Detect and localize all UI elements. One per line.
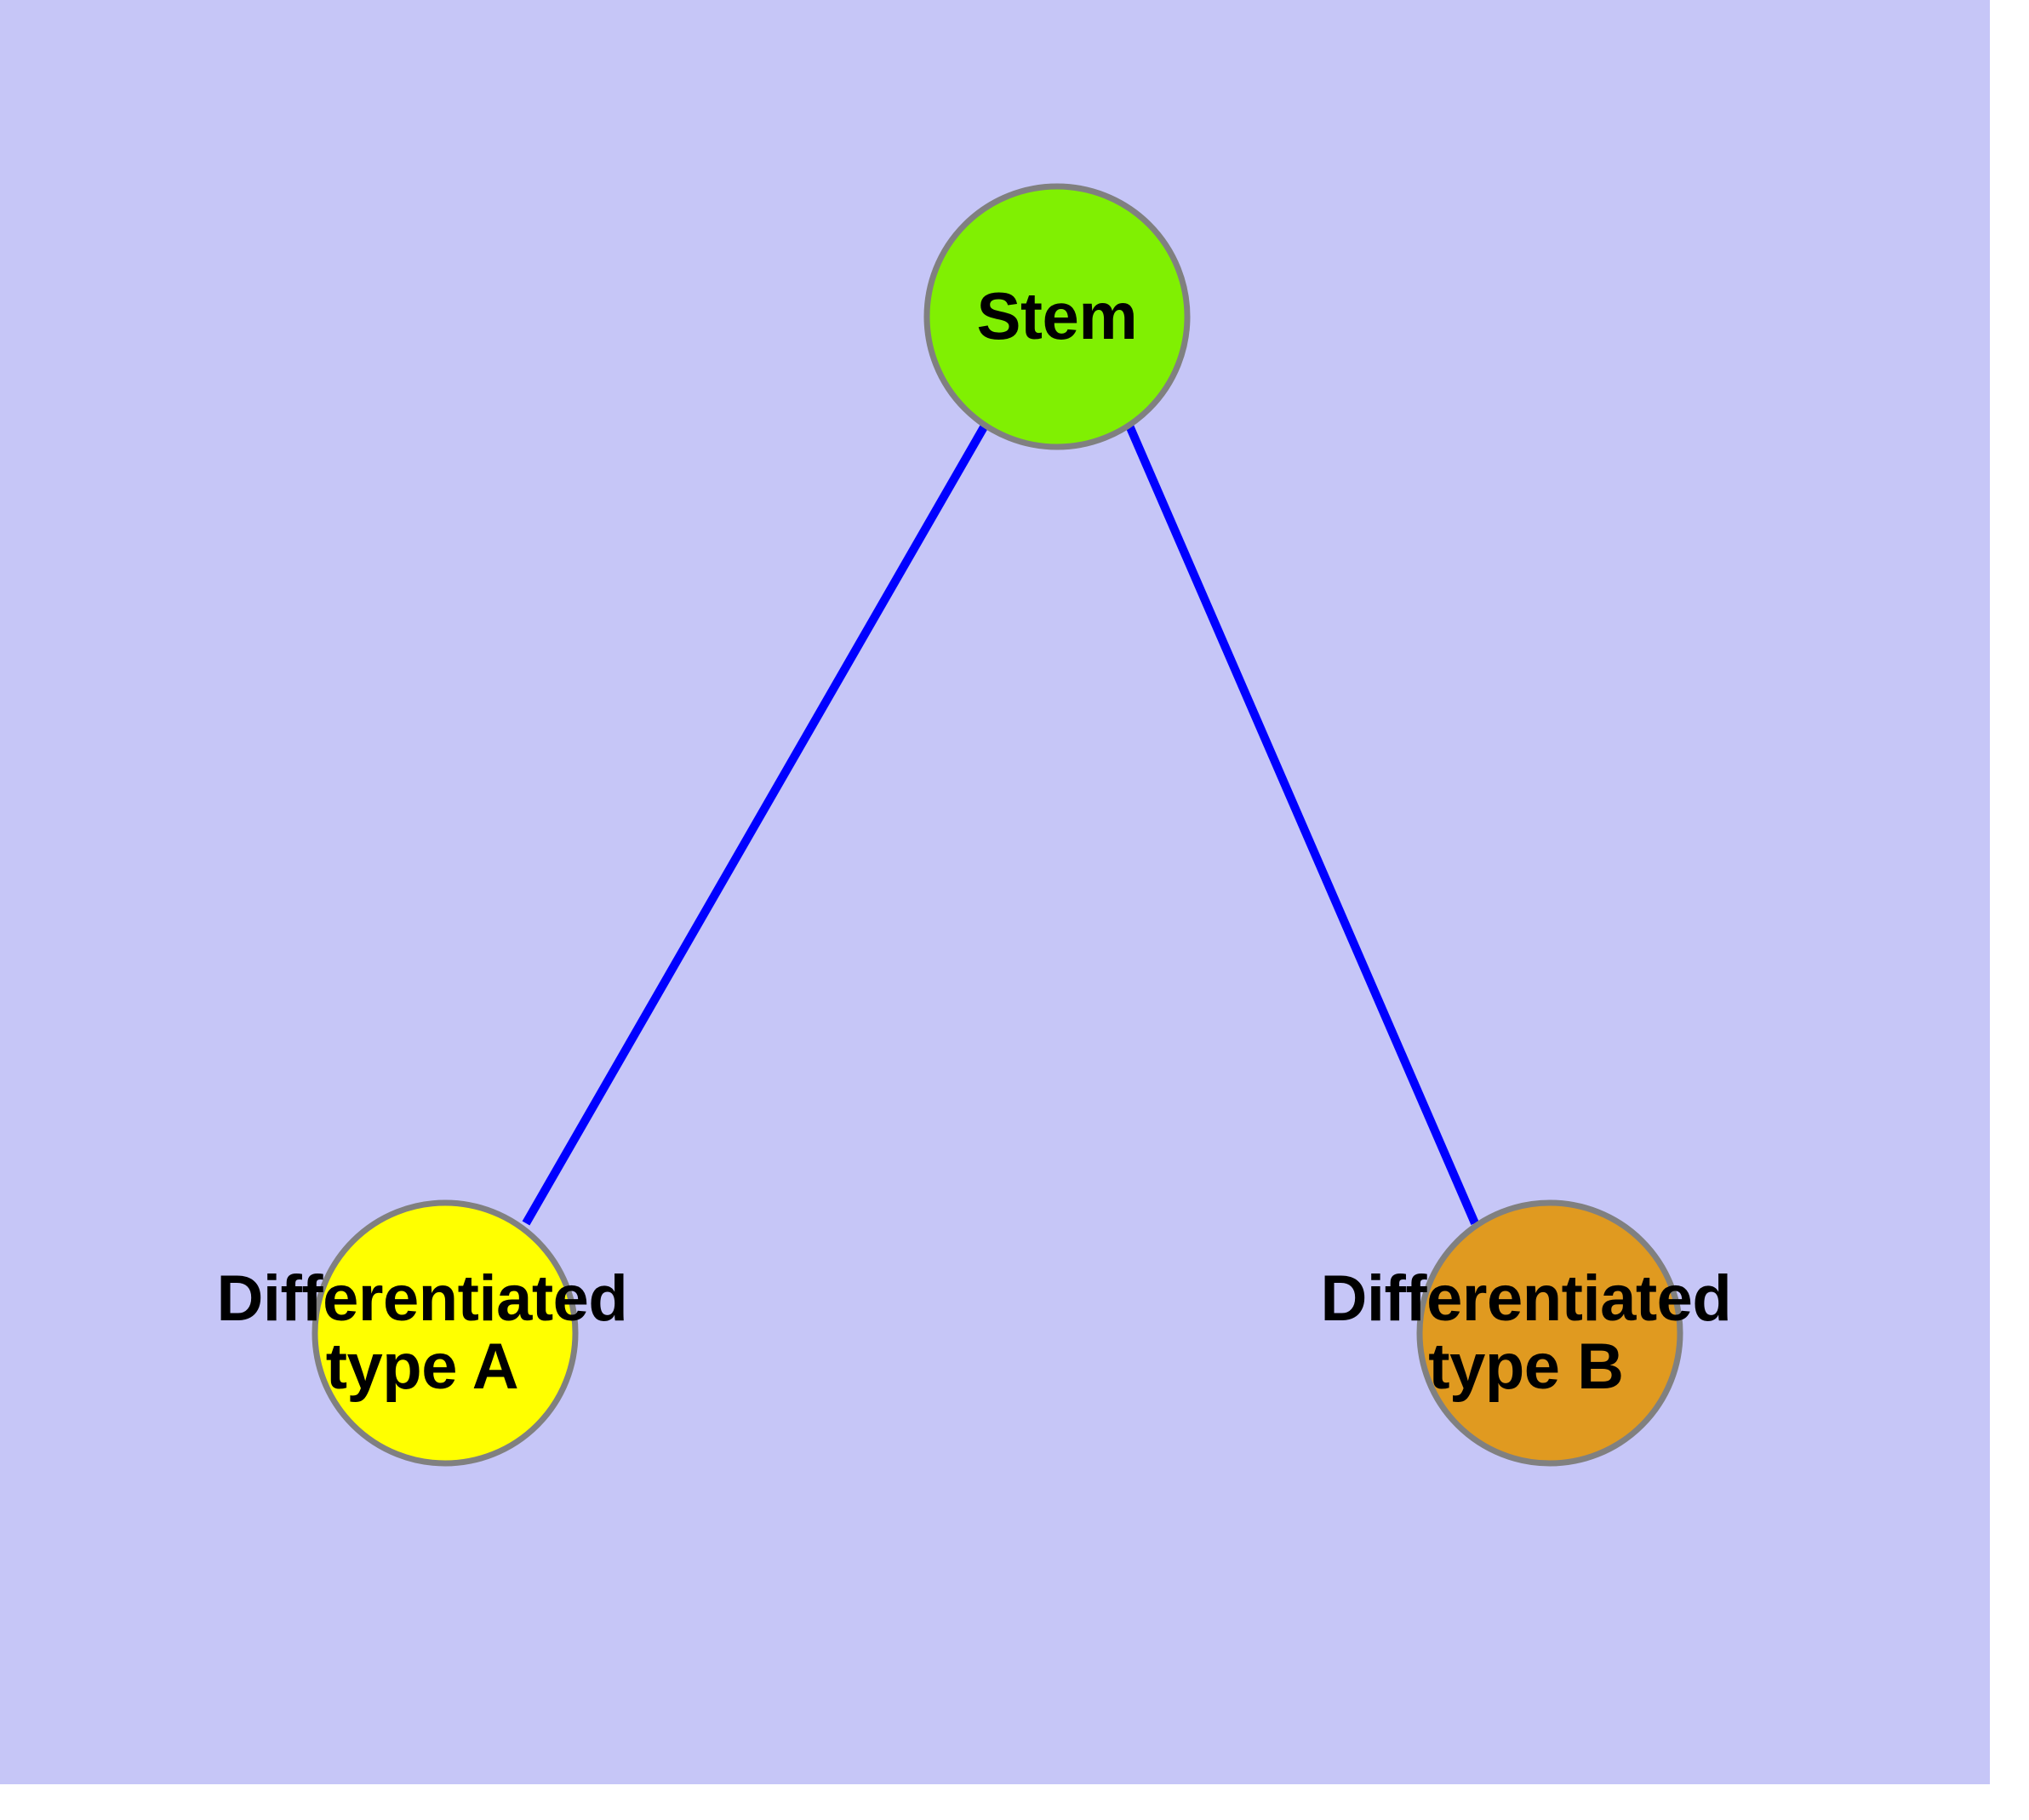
node-stem[interactable] [923,183,1191,450]
node-layer [311,183,1683,1467]
node-differentiated-type-b[interactable] [1416,1199,1683,1467]
edge-stem-to-type-b[interactable] [1125,424,1479,1225]
edge-stem-to-type-a[interactable] [522,423,989,1226]
edge-layer [522,423,1479,1226]
node-differentiated-type-a[interactable] [311,1199,579,1467]
